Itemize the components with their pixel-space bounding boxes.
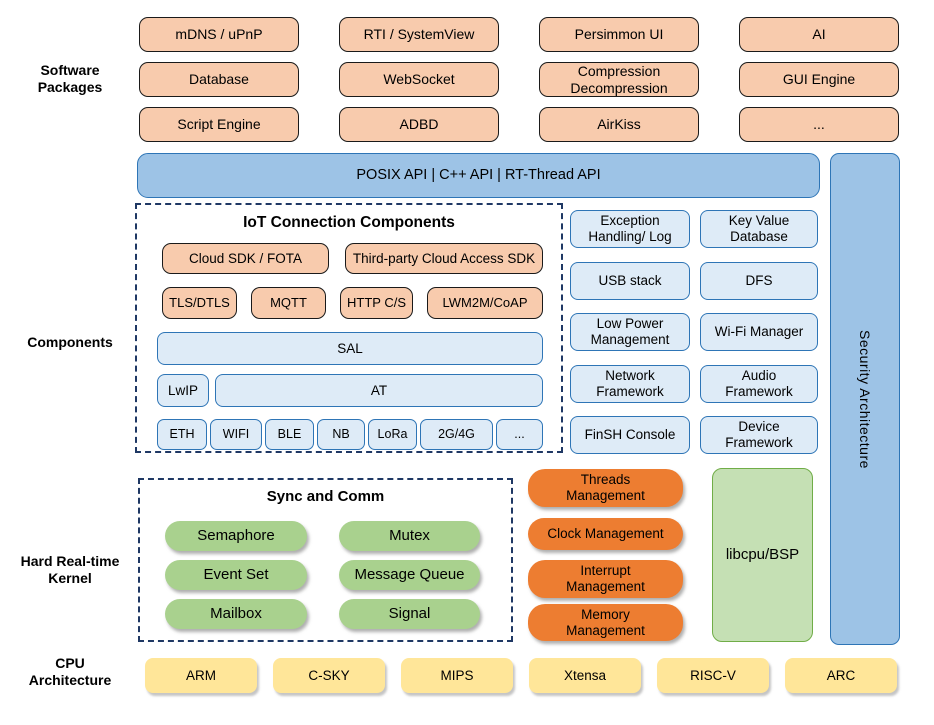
- security-architecture-bar: Security Architecture: [830, 153, 900, 645]
- software-packages-grid: mDNS / uPnP RTI / SystemView Persimmon U…: [139, 17, 899, 142]
- pill-signal: Signal: [339, 599, 480, 629]
- pill-semaphore: Semaphore: [165, 521, 307, 551]
- iot-sdk-row: Cloud SDK / FOTA Third-party Cloud Acces…: [162, 243, 543, 274]
- box-rti-systemview: RTI / SystemView: [339, 17, 499, 52]
- box-lwm2m-coap: LWM2M/CoAP: [427, 287, 543, 319]
- box-sal: SAL: [157, 332, 543, 365]
- box-finsh-console: FinSH Console: [570, 416, 690, 454]
- sync-and-comm-grid: Semaphore Mutex Event Set Message Queue …: [165, 521, 480, 629]
- box-compression-decompression: Compression Decompression: [539, 62, 699, 97]
- box-nb: NB: [317, 419, 365, 450]
- api-bar: POSIX API | C++ API | RT-Thread API: [137, 153, 820, 198]
- box-adbd: ADBD: [339, 107, 499, 142]
- iot-protocol-row: TLS/DTLS MQTT HTTP C/S LWM2M/CoAP: [162, 287, 543, 319]
- box-websocket: WebSocket: [339, 62, 499, 97]
- box-script-engine: Script Engine: [139, 107, 299, 142]
- box-usb-stack: USB stack: [570, 261, 690, 300]
- box-airkiss: AirKiss: [539, 107, 699, 142]
- sync-and-comm-title: Sync and Comm: [266, 488, 385, 505]
- pill-threads-management: Threads Management: [528, 469, 683, 507]
- box-lora: LoRa: [368, 419, 417, 450]
- box-http-cs: HTTP C/S: [340, 287, 413, 319]
- box-low-power-management: Low Power Management: [570, 313, 690, 351]
- box-ble: BLE: [265, 419, 314, 450]
- box-arc: ARC: [785, 658, 897, 693]
- box-dfs: DFS: [700, 261, 818, 300]
- security-architecture-label: Security Architecture: [857, 329, 873, 469]
- box-audio-framework: Audio Framework: [700, 364, 818, 403]
- box-arm: ARM: [145, 658, 257, 693]
- components-grid: Exception Handling/ Log Key Value Databa…: [570, 210, 818, 454]
- box-device-framework: Device Framework: [700, 416, 818, 454]
- box-persimmon-ui: Persimmon UI: [539, 17, 699, 52]
- box-libcpu-bsp: libcpu/BSP: [712, 468, 813, 642]
- box-eth: ETH: [157, 419, 207, 450]
- box-2g-4g: 2G/4G: [420, 419, 493, 450]
- box-more-packages: ...: [739, 107, 899, 142]
- sync-and-comm-box: Sync and Comm Semaphore Mutex Event Set …: [138, 478, 513, 642]
- cpu-architecture-row: ARM C-SKY MIPS Xtensa RISC-V ARC: [145, 658, 897, 693]
- box-c-sky: C-SKY: [273, 658, 385, 693]
- box-mips: MIPS: [401, 658, 513, 693]
- box-exception-handling-log: Exception Handling/ Log: [570, 210, 690, 248]
- section-label-software-packages: Software Packages: [37, 62, 103, 95]
- box-xtensa: Xtensa: [529, 658, 641, 693]
- pill-interrupt-management: Interrupt Management: [528, 560, 683, 598]
- iot-link-row: ETH WIFI BLE NB LoRa 2G/4G ...: [157, 419, 543, 450]
- box-lwip: LwIP: [157, 374, 209, 407]
- box-cloud-sdk-fota: Cloud SDK / FOTA: [162, 243, 329, 274]
- box-network-framework: Network Framework: [570, 364, 690, 403]
- pill-event-set: Event Set: [165, 560, 307, 590]
- pill-mailbox: Mailbox: [165, 599, 307, 629]
- iot-box-title: IoT Connection Components: [243, 214, 455, 231]
- pill-mutex: Mutex: [339, 521, 480, 551]
- box-mqtt: MQTT: [251, 287, 326, 319]
- box-gui-engine: GUI Engine: [739, 62, 899, 97]
- box-at: AT: [215, 374, 543, 407]
- section-label-kernel: Hard Real-time Kernel: [20, 553, 120, 586]
- box-tls-dtls: TLS/DTLS: [162, 287, 237, 319]
- iot-connection-components-box: IoT Connection Components Cloud SDK / FO…: [135, 203, 563, 453]
- section-label-components: Components: [27, 334, 113, 350]
- box-more-links: ...: [496, 419, 543, 450]
- box-risc-v: RISC-V: [657, 658, 769, 693]
- iot-stack-row: LwIP AT: [157, 374, 543, 407]
- box-key-value-database: Key Value Database: [700, 210, 818, 248]
- pill-memory-management: Memory Management: [528, 604, 683, 641]
- box-third-party-cloud-access-sdk: Third-party Cloud Access SDK: [345, 243, 543, 274]
- box-mdns-upnp: mDNS / uPnP: [139, 17, 299, 52]
- pill-clock-management: Clock Management: [528, 518, 683, 550]
- pill-message-queue: Message Queue: [339, 560, 480, 590]
- box-wifi-manager: Wi-Fi Manager: [700, 313, 818, 351]
- box-database: Database: [139, 62, 299, 97]
- box-wifi: WIFI: [210, 419, 262, 450]
- section-label-cpu-architecture: CPU Architecture: [28, 655, 112, 688]
- box-ai: AI: [739, 17, 899, 52]
